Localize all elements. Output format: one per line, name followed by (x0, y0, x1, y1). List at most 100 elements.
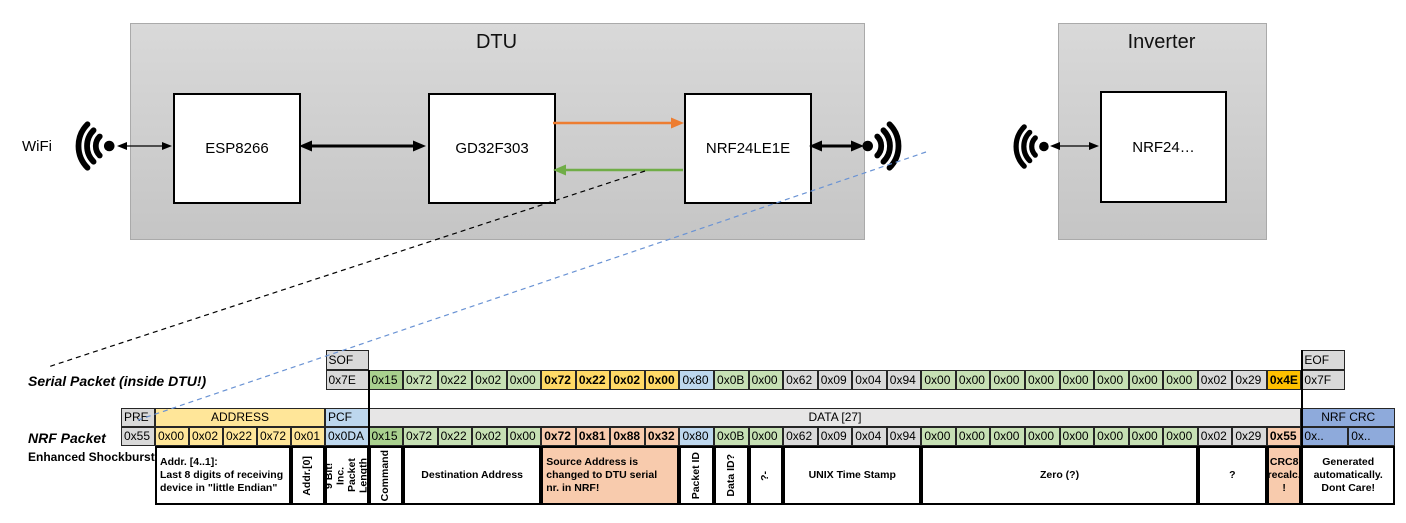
address-byte-3: 0x22 (223, 427, 257, 446)
nrf-byte-8: 0x88 (610, 427, 645, 446)
sof-value: 0x7E (325, 370, 369, 390)
pcf-header: PCF (325, 408, 369, 427)
annotation-text: 9 Bit! Inc. Packet Length (325, 458, 369, 493)
pcf-value: 0x0DA (325, 427, 369, 446)
annotation-2: Addr.[0] (291, 446, 325, 505)
nrf-crc-header: NRF CRC (1301, 408, 1396, 427)
annotation-text: Destination Address (421, 468, 523, 481)
nrf-crc-byte-1: 0x.. (1301, 427, 1349, 446)
nrf-byte-12: 0x00 (748, 427, 784, 446)
dtu-title: DTU (475, 31, 518, 53)
serial-byte-5: 0x00 (506, 370, 542, 390)
nrf-crc-byte-2: 0x.. (1348, 427, 1396, 446)
address-header: ADDRESS (155, 408, 325, 427)
pre-value: 0x55 (121, 427, 155, 446)
serial-byte-4: 0x02 (472, 370, 507, 390)
annotation-text: Addr.[0] (301, 455, 314, 496)
annotation-3: 9 Bit! Inc. Packet Length (325, 446, 369, 505)
annotation-11: Zero (?) (921, 446, 1198, 505)
annotation-10: UNIX Time Stamp (783, 446, 922, 505)
wifi-icon (64, 116, 116, 176)
data-end-join-line (1300, 350, 1303, 446)
wifi-label: WiFi (22, 138, 52, 155)
serial-byte-1: 0x15 (368, 370, 404, 390)
annotation-5: Destination Address (403, 446, 542, 505)
sof-header: SOF (325, 350, 369, 370)
annotation-9: ?- (748, 446, 784, 505)
serial-byte-14: 0x09 (817, 370, 853, 390)
nrf-byte-18: 0x00 (955, 427, 991, 446)
address-byte-4: 0x72 (257, 427, 291, 446)
annotation-text: Data ID? (724, 454, 737, 497)
data-start-join-line (367, 370, 370, 446)
annotation-text: Generated automatically. Dont Care! (1313, 455, 1383, 495)
serial-byte-3: 0x22 (437, 370, 473, 390)
nrf-byte-26: 0x29 (1232, 427, 1267, 446)
nrf-byte-11: 0x0B (714, 427, 749, 446)
annotation-text: Packet ID (689, 451, 702, 500)
serial-byte-15: 0x04 (852, 370, 887, 390)
annotation-text: CRC8 recalc. ! (1267, 455, 1301, 495)
annotation-6: Source Address is changed to DTU serial … (541, 446, 680, 505)
address-byte-5: 0x01 (291, 427, 325, 446)
nrf-byte-3: 0x22 (437, 427, 473, 446)
serial-byte-22: 0x00 (1094, 370, 1129, 390)
nrf-byte-7: 0x81 (575, 427, 611, 446)
serial-byte-7: 0x22 (575, 370, 611, 390)
annotation-text: Source Address is changed to DTU serial … (546, 455, 658, 495)
enhanced-shockburst-label: Enhanced Shockburst (28, 450, 155, 464)
nrf-byte-14: 0x09 (817, 427, 853, 446)
serial-byte-20: 0x00 (1025, 370, 1060, 390)
nrf-byte-5: 0x00 (506, 427, 542, 446)
nrf-byte-6: 0x72 (541, 427, 576, 446)
nrf-byte-27: 0x55 (1266, 427, 1302, 446)
nrf-byte-17: 0x00 (921, 427, 956, 446)
nrf-byte-1: 0x15 (368, 427, 404, 446)
nrf-byte-19: 0x00 (990, 427, 1025, 446)
annotation-4: Command (368, 446, 404, 505)
serial-byte-9: 0x00 (644, 370, 680, 390)
address-byte-2: 0x02 (189, 427, 223, 446)
data-header: DATA [27] (368, 408, 1302, 427)
annotation-text: ? (1229, 468, 1236, 481)
inverter-title: Inverter (1127, 31, 1196, 53)
eof-value: 0x7F (1301, 370, 1346, 390)
nrf-byte-23: 0x00 (1128, 427, 1164, 446)
serial-byte-26: 0x29 (1232, 370, 1267, 390)
serial-byte-21: 0x00 (1059, 370, 1095, 390)
serial-byte-10: 0x80 (679, 370, 715, 390)
serial-byte-23: 0x00 (1128, 370, 1164, 390)
annotation-13: CRC8 recalc. ! (1266, 446, 1302, 505)
serial-byte-17: 0x00 (921, 370, 956, 390)
serial-byte-12: 0x00 (748, 370, 784, 390)
nrf-byte-10: 0x80 (679, 427, 715, 446)
address-byte-1: 0x00 (155, 427, 189, 446)
annotation-7: Packet ID (679, 446, 715, 505)
serial-byte-11: 0x0B (714, 370, 749, 390)
nrf-byte-13: 0x62 (783, 427, 818, 446)
annotation-text: ?- (759, 470, 772, 481)
nrf-byte-22: 0x00 (1094, 427, 1129, 446)
annotation-text: Command (379, 449, 391, 502)
nrf-byte-16: 0x94 (886, 427, 922, 446)
nrf-byte-20: 0x00 (1025, 427, 1060, 446)
annotation-14: Generated automatically. Dont Care! (1301, 446, 1396, 505)
annotation-8: Data ID? (714, 446, 749, 505)
nrf-packet-label: NRF Packet (28, 430, 106, 446)
nrf-byte-2: 0x72 (403, 427, 438, 446)
annotation-text: Zero (?) (1040, 468, 1080, 481)
chip-inverter-nrf24: NRF24… (1100, 91, 1227, 203)
nrf-byte-25: 0x02 (1197, 427, 1233, 446)
serial-byte-16: 0x94 (886, 370, 922, 390)
wifi-icon (1003, 120, 1050, 173)
serial-byte-18: 0x00 (955, 370, 991, 390)
annotation-text: UNIX Time Stamp (808, 468, 896, 481)
pre-header: PRE (121, 408, 155, 427)
serial-byte-8: 0x02 (610, 370, 645, 390)
nrf-byte-15: 0x04 (852, 427, 887, 446)
serial-byte-13: 0x62 (783, 370, 818, 390)
annotation-text: Addr. [4..1]: Last 8 digits of receiving… (160, 455, 284, 495)
annotation-12: ? (1197, 446, 1267, 505)
